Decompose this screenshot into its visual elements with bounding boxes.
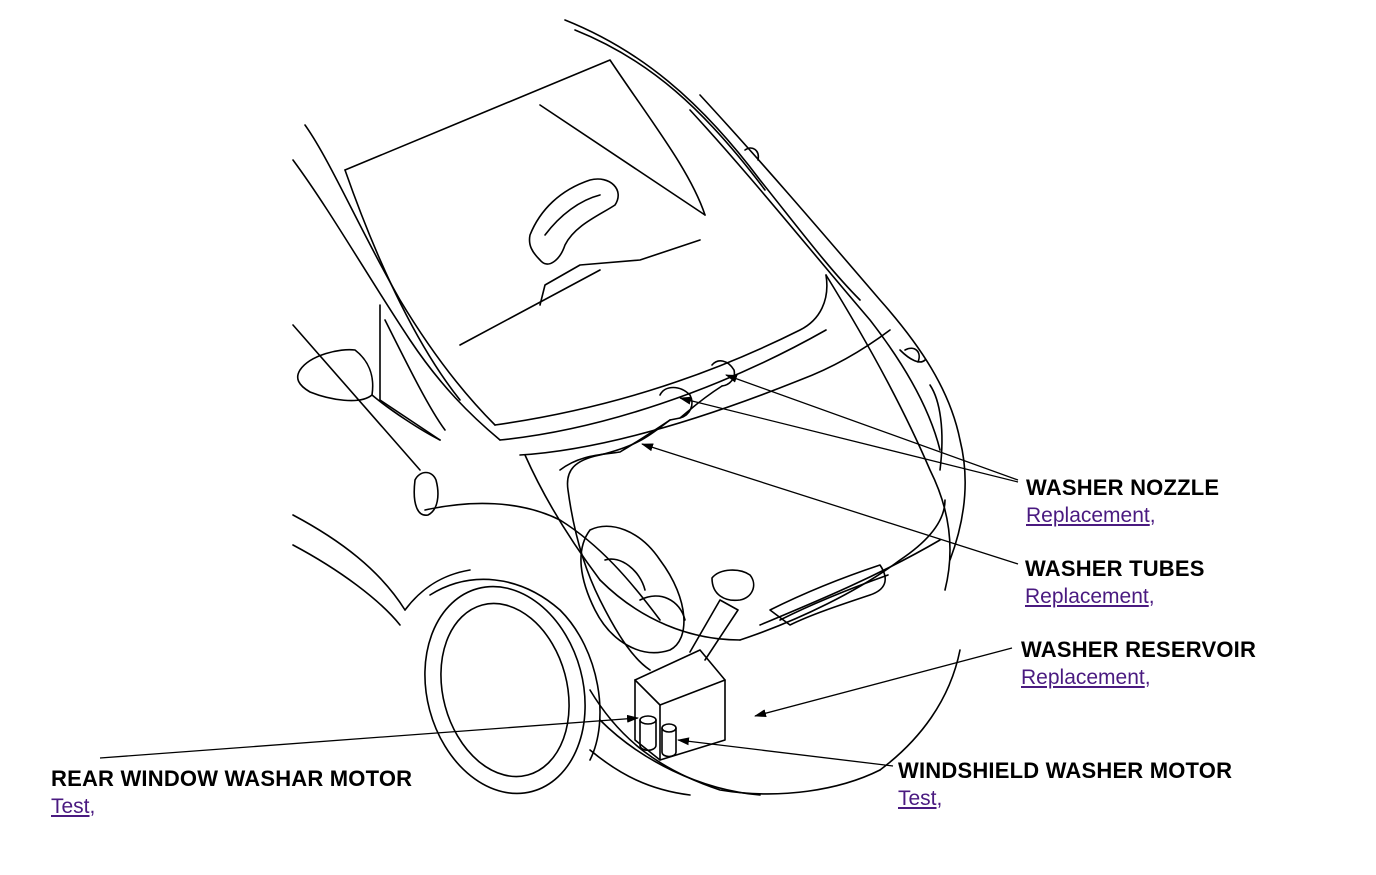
callout-washer-tubes: WASHER TUBES Replacement, <box>1025 555 1205 611</box>
rear-window-washar-motor-test-link[interactable]: Test <box>51 795 90 818</box>
washer-tubes-replacement-link[interactable]: Replacement <box>1025 585 1149 608</box>
washer-reservoir-links: Replacement, <box>1021 664 1256 692</box>
separator: , <box>1144 666 1151 689</box>
separator: , <box>1149 504 1156 527</box>
leader-lines <box>99 374 1019 767</box>
washer-nozzle-links: Replacement, <box>1026 502 1219 530</box>
separator: , <box>1148 585 1155 608</box>
car-body-outline <box>292 19 966 796</box>
washer-tubes-label: WASHER TUBES <box>1025 556 1205 581</box>
separator: , <box>936 787 943 810</box>
callout-washer-reservoir: WASHER RESERVOIR Replacement, <box>1021 636 1256 692</box>
callout-washer-nozzle: WASHER NOZZLE Replacement, <box>1026 474 1219 530</box>
separator: , <box>89 795 96 818</box>
washer-nozzle-label: WASHER NOZZLE <box>1026 475 1220 500</box>
washer-tube-routing <box>566 385 723 671</box>
callout-windshield-washer-motor: WINDSHIELD WASHER MOTOR Test, <box>898 757 1232 813</box>
washer-tubes-links: Replacement, <box>1025 583 1205 611</box>
windshield-washer-motor-links: Test, <box>898 785 1232 813</box>
callout-rear-window-washar-motor: REAR WINDOW WASHAR MOTOR Test, <box>51 765 412 821</box>
washer-reservoir-replacement-link[interactable]: Replacement <box>1021 666 1145 689</box>
windshield-washer-motor-label: WINDSHIELD WASHER MOTOR <box>898 758 1233 783</box>
windshield-washer-motor-test-link[interactable]: Test <box>898 787 937 810</box>
rear-window-washar-motor-label: REAR WINDOW WASHAR MOTOR <box>51 766 413 791</box>
rear-window-washar-motor-links: Test, <box>51 793 412 821</box>
washer-reservoir-label: WASHER RESERVOIR <box>1021 637 1257 662</box>
washer-nozzle-replacement-link[interactable]: Replacement <box>1026 504 1150 527</box>
